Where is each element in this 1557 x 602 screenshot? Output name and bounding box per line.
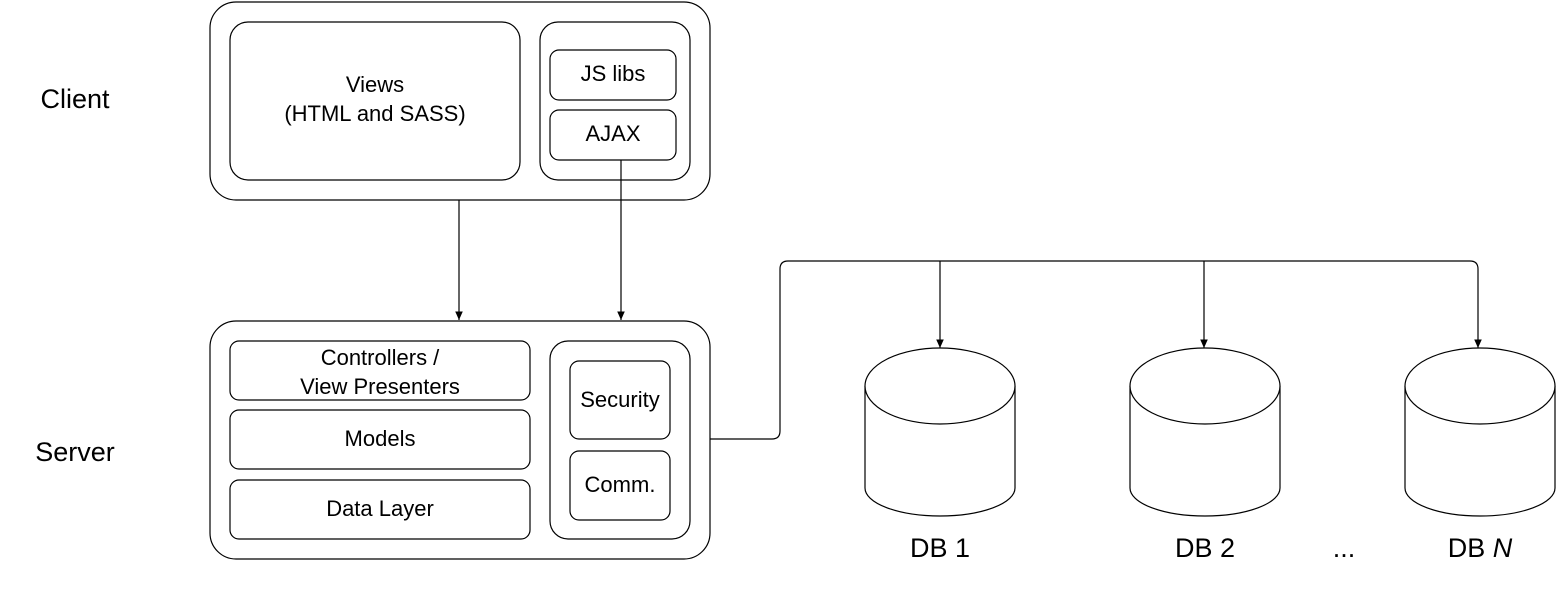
- controllers-label: Controllers /: [321, 345, 440, 370]
- server-layer-label: Server: [35, 437, 115, 467]
- models-label: Models: [345, 426, 416, 451]
- dbn-label: DB N: [1448, 533, 1513, 563]
- client-layer-label: Client: [40, 84, 110, 114]
- views-box: Views (HTML and SASS): [229, 21, 521, 181]
- db1-label: DB 1: [910, 533, 970, 563]
- security-box: Security: [569, 360, 671, 440]
- server-to-db-connector: [710, 260, 1482, 440]
- dbn-cylinder: [1404, 347, 1556, 517]
- data-layer-label: Data Layer: [326, 496, 434, 521]
- views-label: Views: [346, 72, 404, 97]
- models-box: Models: [229, 409, 531, 470]
- comm-label: Comm.: [585, 472, 656, 497]
- db1-cylinder: [864, 347, 1016, 517]
- views-sublabel: (HTML and SASS): [284, 101, 465, 126]
- js-libs-box: JS libs: [549, 49, 677, 101]
- ajax-box: AJAX: [549, 109, 677, 161]
- controllers-sublabel: View Presenters: [300, 374, 460, 399]
- js-libs-label: JS libs: [581, 61, 646, 86]
- dbn-label-n: N: [1493, 533, 1513, 563]
- data-layer-box: Data Layer: [229, 479, 531, 540]
- comm-box: Comm.: [569, 450, 671, 521]
- dbn-label-prefix: DB: [1448, 533, 1493, 563]
- security-label: Security: [580, 387, 659, 412]
- ajax-label: AJAX: [585, 121, 640, 146]
- db-ellipsis: ...: [1333, 533, 1356, 563]
- db2-label: DB 2: [1175, 533, 1235, 563]
- db2-cylinder: [1129, 347, 1281, 517]
- controllers-box: Controllers / View Presenters: [229, 340, 531, 401]
